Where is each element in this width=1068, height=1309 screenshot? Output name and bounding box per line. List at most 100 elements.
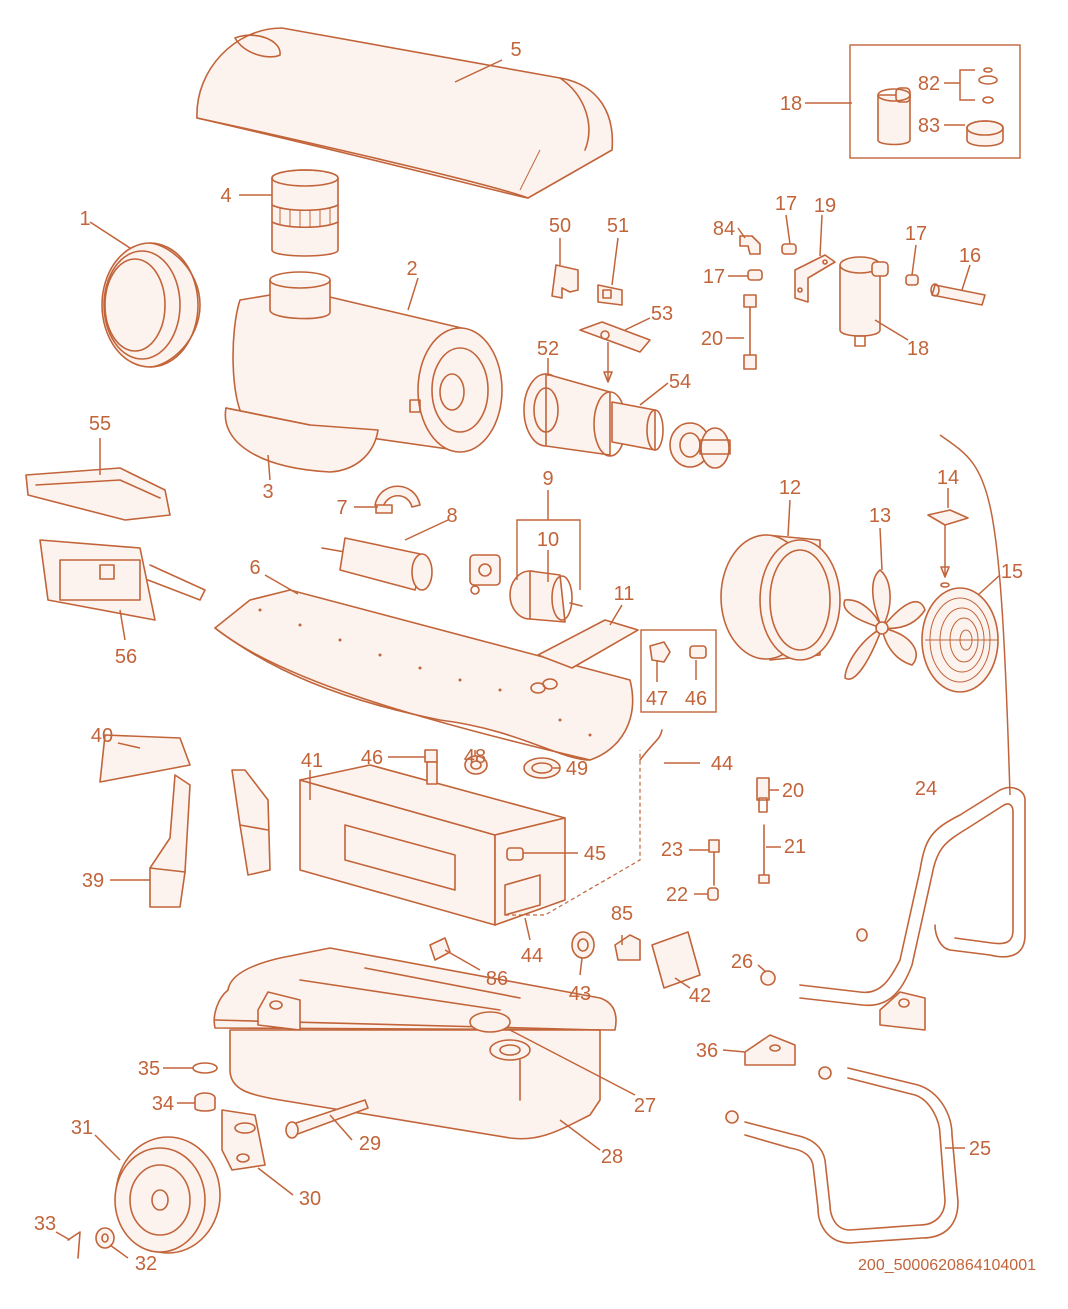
part-fan-guard — [921, 587, 999, 693]
part-fan-housing — [720, 534, 841, 661]
callout-8: 8 — [446, 505, 457, 527]
part-rear-ring — [101, 242, 201, 368]
part-handle-bracket-36 — [744, 1034, 796, 1066]
part-tube-21 — [758, 824, 770, 884]
part-control-panel — [39, 539, 206, 621]
callout-36: 36 — [696, 1040, 718, 1062]
callout-48: 48 — [464, 746, 486, 768]
callout-20-lower: 20 — [782, 780, 804, 802]
callout-26: 26 — [731, 951, 753, 973]
part-fitting-17a — [781, 243, 797, 255]
callout-33: 33 — [34, 1213, 56, 1235]
part-fan-blade — [843, 569, 926, 680]
callout-2: 2 — [406, 258, 417, 280]
callout-52: 52 — [537, 338, 559, 360]
callout-17-left: 17 — [703, 266, 725, 288]
callout-22: 22 — [666, 884, 688, 906]
callout-16: 16 — [959, 245, 981, 267]
part-clip-85 — [614, 934, 641, 961]
part-guard-bracket — [927, 509, 969, 588]
callout-18-filter: 18 — [907, 338, 929, 360]
part-handle-25 — [725, 1066, 959, 1244]
part-control-cover — [25, 467, 171, 521]
part-hose-16 — [930, 283, 986, 306]
part-bottom-shield — [224, 407, 379, 473]
callout-50: 50 — [549, 215, 571, 237]
callout-44-lower: 44 — [521, 945, 543, 967]
part-fitting-17b — [747, 269, 763, 281]
part-motor — [509, 570, 583, 623]
callout-13: 13 — [869, 505, 891, 527]
callout-49: 49 — [566, 758, 588, 780]
callout-46-box: 46 — [685, 688, 707, 710]
part-combustion-chamber — [232, 271, 503, 453]
callout-29: 29 — [359, 1133, 381, 1155]
part-pump-assembly — [469, 554, 501, 595]
part-handle-bracket — [879, 991, 926, 1031]
callout-45: 45 — [584, 843, 606, 865]
callout-54: 54 — [669, 371, 691, 393]
part-grommet-49 — [523, 757, 561, 779]
callout-17-right: 17 — [905, 223, 927, 245]
callout-43: 43 — [569, 983, 591, 1005]
callout-34: 34 — [152, 1093, 174, 1115]
part-bracket-50 — [551, 264, 579, 299]
callout-4: 4 — [220, 185, 231, 207]
part-fitting-46b — [424, 749, 438, 785]
part-elbow-fitting — [739, 235, 761, 255]
callout-5: 5 — [510, 39, 521, 61]
part-fuel-tank — [213, 947, 617, 1140]
callout-44-upper: 44 — [711, 753, 733, 775]
callout-19: 19 — [814, 195, 836, 217]
part-axle — [285, 1099, 369, 1139]
part-handle-24 — [799, 786, 1026, 1007]
callout-55: 55 — [89, 413, 111, 435]
part-wheel — [114, 1136, 221, 1254]
callout-51: 51 — [607, 215, 629, 237]
callout-27: 27 — [634, 1095, 656, 1117]
part-bracket-51 — [597, 284, 623, 306]
callout-30: 30 — [299, 1188, 321, 1210]
part-capacitor — [321, 537, 433, 591]
part-clamp — [374, 485, 421, 514]
part-bracket-39 — [149, 774, 191, 908]
callout-56: 56 — [115, 646, 137, 668]
part-plate-53 — [579, 321, 651, 383]
callout-21: 21 — [784, 836, 806, 858]
part-top-cover — [196, 27, 614, 199]
part-washer-32 — [95, 1227, 115, 1249]
callout-20-upper: 20 — [701, 328, 723, 350]
callout-7: 7 — [336, 497, 347, 519]
part-gauge-43 — [571, 931, 595, 959]
callout-85: 85 — [611, 903, 633, 925]
part-clip-86 — [429, 937, 451, 961]
callout-3: 3 — [262, 481, 273, 503]
callout-15: 15 — [1001, 561, 1023, 583]
callout-11: 11 — [614, 583, 635, 605]
callout-84: 84 — [713, 218, 735, 240]
callout-labels: 1 2 3 4 5 6 7 8 9 10 11 12 13 14 15 16 1… — [34, 39, 1023, 1275]
part-fitting-47 — [649, 641, 671, 663]
filter-kit-box — [849, 44, 1021, 159]
part-gasket-35 — [192, 1062, 218, 1074]
part-grommet-48 — [464, 755, 488, 775]
callout-12: 12 — [779, 477, 801, 499]
callout-18-box: 18 — [780, 93, 802, 115]
part-wheel-bracket — [221, 1109, 266, 1171]
callout-28: 28 — [601, 1146, 623, 1168]
callout-1: 1 — [79, 208, 90, 230]
part-lower-compartment — [299, 750, 641, 926]
part-fuel-line-23 — [708, 839, 720, 886]
part-fuel-line-20a — [743, 294, 757, 370]
part-cap-34 — [194, 1092, 216, 1112]
part-fitting-17c — [905, 274, 919, 286]
callout-86: 86 — [486, 968, 508, 990]
part-bracket-19 — [794, 254, 836, 303]
leader-lines — [55, 59, 1011, 1259]
part-mounting-plate — [537, 619, 639, 669]
part-bracket-unlabeled — [231, 769, 271, 876]
callout-53: 53 — [651, 303, 673, 325]
callout-32: 32 — [135, 1253, 157, 1275]
callout-35: 35 — [138, 1058, 160, 1080]
